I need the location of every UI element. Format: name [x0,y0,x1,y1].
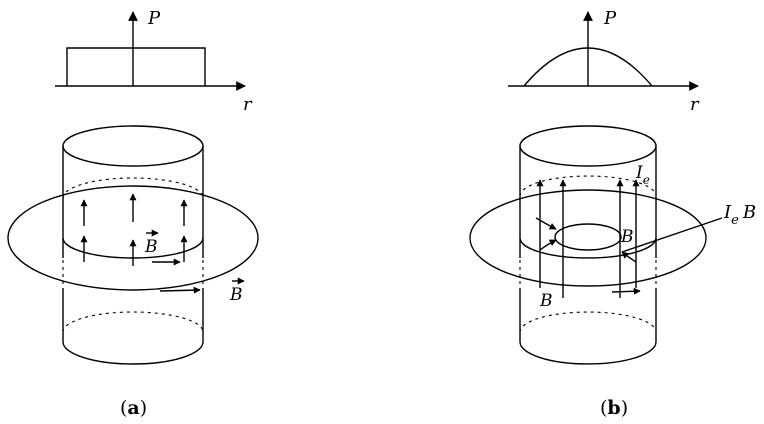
field-label-ring-b: B [620,227,634,247]
inner-field-ring-b [554,223,622,251]
panel-a: P r [7,8,259,419]
cylinder-lower-walls-a [62,288,204,342]
caption-a: (a) [120,397,147,419]
cylinder-mid-ellipse-a [62,177,204,199]
field-arrow-ring-left-b [539,239,557,251]
pressure-profile-a: P r [55,8,253,115]
field-disk-b [469,189,707,287]
plasma-cylinder-b [469,125,707,365]
r-axis-label-b: r [690,94,700,115]
svg-text:B: B [144,237,158,257]
peaked-pressure-profile [523,47,653,87]
field-arrow-outer-a [159,286,201,294]
cylinder-top-a [62,125,204,167]
svg-text:B: B [229,285,243,305]
flat-pressure-profile [66,47,206,86]
cylinder-bottom-back-a [62,311,204,333]
p-axis-label-b: P [603,8,617,29]
cylinder-base-front-b [519,237,657,259]
plasma-cylinder-a [7,125,259,365]
field-arrow-ring-right-b [621,251,637,263]
current-arrows-a [80,193,188,266]
force-label-leader-b [621,217,723,253]
field-label-bottom-b: B [539,291,553,311]
p-axis-label-a: P [147,8,161,29]
cylinder-bottom-back-b [519,311,657,333]
cylinder-bottom-front-b [519,341,657,365]
caption-b: (b) [600,397,628,419]
field-label-outer-a: B [229,277,245,305]
r-axis-label-a: r [243,94,253,115]
cylinder-top-b [519,125,657,167]
cylinder-bottom-front-a [62,341,204,365]
cylinder-lower-walls-b [519,288,657,342]
current-arrows-b [536,179,640,298]
pressure-profile-b: P r [508,8,700,115]
cylinder-lower-walls-dashed-b [519,260,657,288]
field-arrow-bottom-b [611,287,641,295]
field-arrow-left-b [535,217,557,230]
panel-b: P r Ie [469,8,756,419]
cylinder-lower-walls-dashed-a [62,260,204,288]
field-disk-a [7,185,259,291]
field-label-inner-a: B [144,229,159,257]
current-label-b: Ie [635,163,650,187]
